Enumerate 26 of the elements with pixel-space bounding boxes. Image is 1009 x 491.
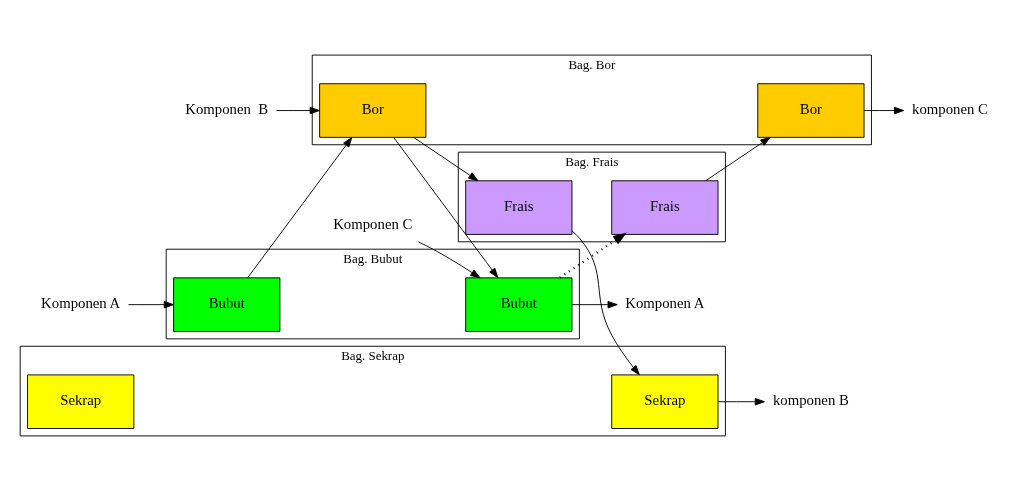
node-box: Sekrap xyxy=(27,374,135,429)
arrow xyxy=(863,106,905,115)
node-text: komponen B xyxy=(772,392,849,409)
arrow xyxy=(128,300,174,309)
node-box: Bor xyxy=(757,83,865,138)
arrow xyxy=(393,137,499,279)
arrow xyxy=(247,137,353,279)
node-text: Komponen A xyxy=(41,295,121,312)
arrow xyxy=(559,232,627,279)
node-box: Sekrap xyxy=(611,374,719,429)
arrow xyxy=(276,106,320,115)
node-text: Komponen B xyxy=(185,101,269,118)
node-box: Frais xyxy=(465,180,573,235)
node-text: Komponen A xyxy=(625,295,705,312)
arrow xyxy=(717,398,765,406)
node-text: Komponen C xyxy=(333,215,413,232)
arrow xyxy=(571,300,618,309)
arrow xyxy=(705,137,771,182)
node-text: komponen C xyxy=(912,101,988,118)
node-box: Bubut xyxy=(173,277,281,332)
node-box: Bor xyxy=(319,83,427,138)
node-box: Frais xyxy=(611,180,719,235)
arrow xyxy=(571,230,640,376)
arrow xyxy=(413,137,479,182)
node-box: Bubut xyxy=(465,277,573,332)
arrow xyxy=(417,241,481,279)
